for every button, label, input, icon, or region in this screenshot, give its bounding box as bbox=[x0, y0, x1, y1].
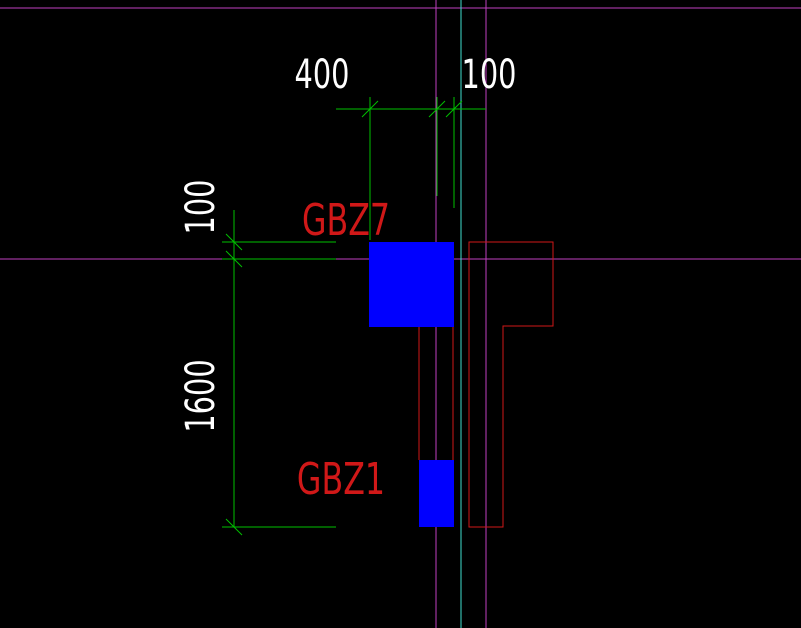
column-label-gbz1[interactable]: GBZ1 bbox=[297, 454, 385, 506]
t-shaped-outline bbox=[468, 241, 554, 528]
column-gbz7-fill[interactable] bbox=[369, 242, 454, 327]
dimension-tick-icon bbox=[445, 100, 463, 118]
dimension-tick-icon bbox=[225, 250, 243, 268]
dimension-lines bbox=[222, 97, 486, 536]
dim-text-left-top: 100 bbox=[178, 180, 224, 235]
dimension-tick-icon bbox=[225, 518, 243, 536]
column-label-gbz7[interactable]: GBZ7 bbox=[302, 195, 390, 247]
wall-outlines bbox=[418, 241, 554, 528]
column-gbz1-fill[interactable] bbox=[419, 460, 454, 527]
dim-text-left-bottom: 1600 bbox=[178, 359, 224, 432]
dim-text-top-left: 400 bbox=[295, 52, 350, 98]
dim-text-top-right: 100 bbox=[462, 52, 517, 98]
dimension-tick-icon bbox=[428, 100, 446, 118]
dimension-tick-icon bbox=[361, 100, 379, 118]
dimension-tick-icon bbox=[225, 233, 243, 251]
